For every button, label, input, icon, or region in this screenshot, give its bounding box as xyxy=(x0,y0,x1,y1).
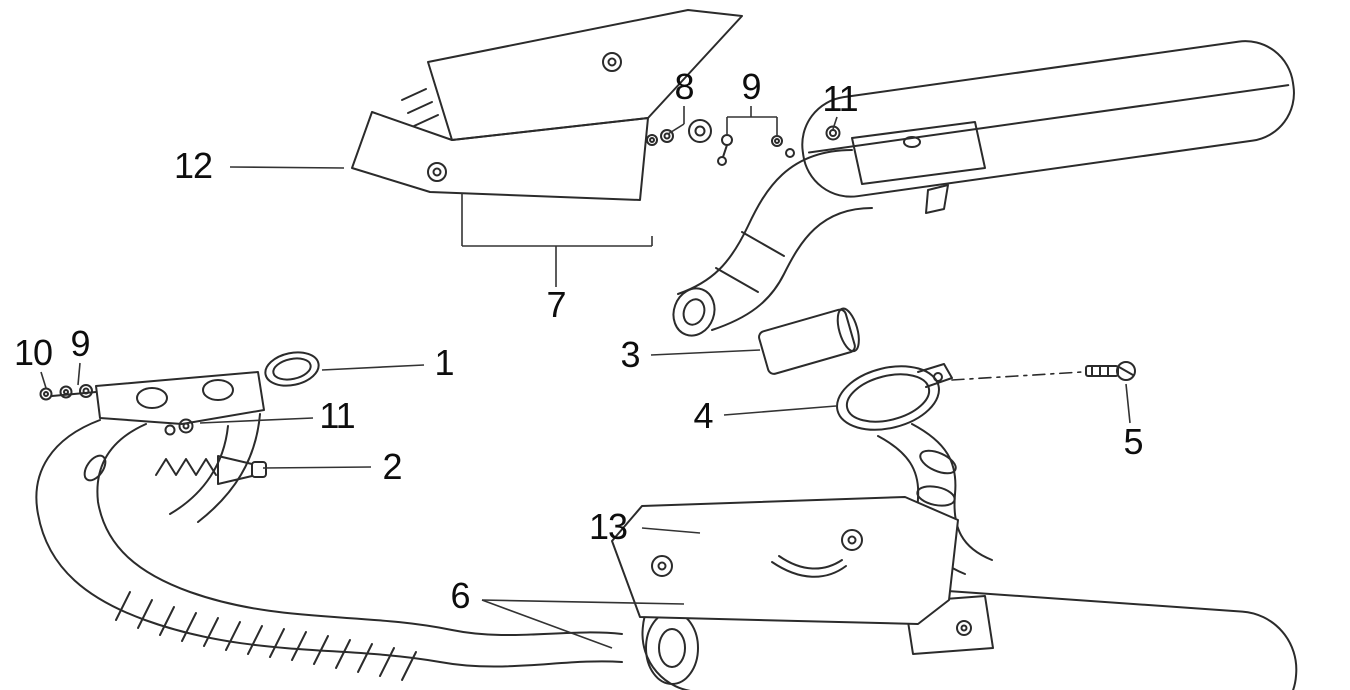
leader-line-2 xyxy=(262,466,372,469)
part-number-2: 2 xyxy=(382,446,402,487)
part-number-4: 4 xyxy=(693,395,713,436)
part-number-6: 6 xyxy=(450,575,470,616)
part-number-9: 9 xyxy=(741,66,761,107)
part-number-11: 11 xyxy=(822,78,858,119)
top-hardware-art xyxy=(646,119,841,166)
leader-line-1 xyxy=(321,364,425,371)
part-number-8: 8 xyxy=(674,66,694,107)
leader-line-11 xyxy=(199,417,314,424)
leader-line-4 xyxy=(723,405,837,416)
leader-line-13 xyxy=(641,527,701,534)
upper-silencer-art xyxy=(801,40,1295,214)
part-number-9: 9 xyxy=(70,323,90,364)
leader-line-11 xyxy=(832,116,838,130)
leader-line-6 xyxy=(481,599,685,605)
leader-line-9 xyxy=(77,362,81,386)
bolt-art xyxy=(951,361,1136,381)
left-flange-art xyxy=(39,371,265,436)
part-number-7: 7 xyxy=(546,284,566,325)
joint-pipe-art xyxy=(758,307,860,375)
part-number-1: 1 xyxy=(434,342,454,383)
leader-line-6 xyxy=(481,599,613,649)
part-number-5: 5 xyxy=(1123,421,1143,462)
part-number-11: 11 xyxy=(319,395,355,436)
part-number-3: 3 xyxy=(620,334,640,375)
leader-line-10 xyxy=(40,371,47,389)
leader-line-5 xyxy=(1125,383,1131,424)
gasket-art xyxy=(264,351,320,387)
lower-heat-shield-art xyxy=(611,496,959,625)
leader-lines-layer xyxy=(40,106,1131,649)
header-pipes-art xyxy=(35,413,623,681)
front-pipe-art xyxy=(672,149,873,337)
part-number-13: 13 xyxy=(588,506,628,547)
heat-shield-upper-art xyxy=(351,9,743,201)
leader-line-8 xyxy=(667,123,685,135)
part-number-12: 12 xyxy=(173,145,213,186)
leader-line-3 xyxy=(650,349,761,356)
leader-line-12 xyxy=(229,166,345,169)
spring-art xyxy=(155,455,267,485)
part-number-10: 10 xyxy=(13,332,53,373)
clamp-art xyxy=(836,363,953,431)
